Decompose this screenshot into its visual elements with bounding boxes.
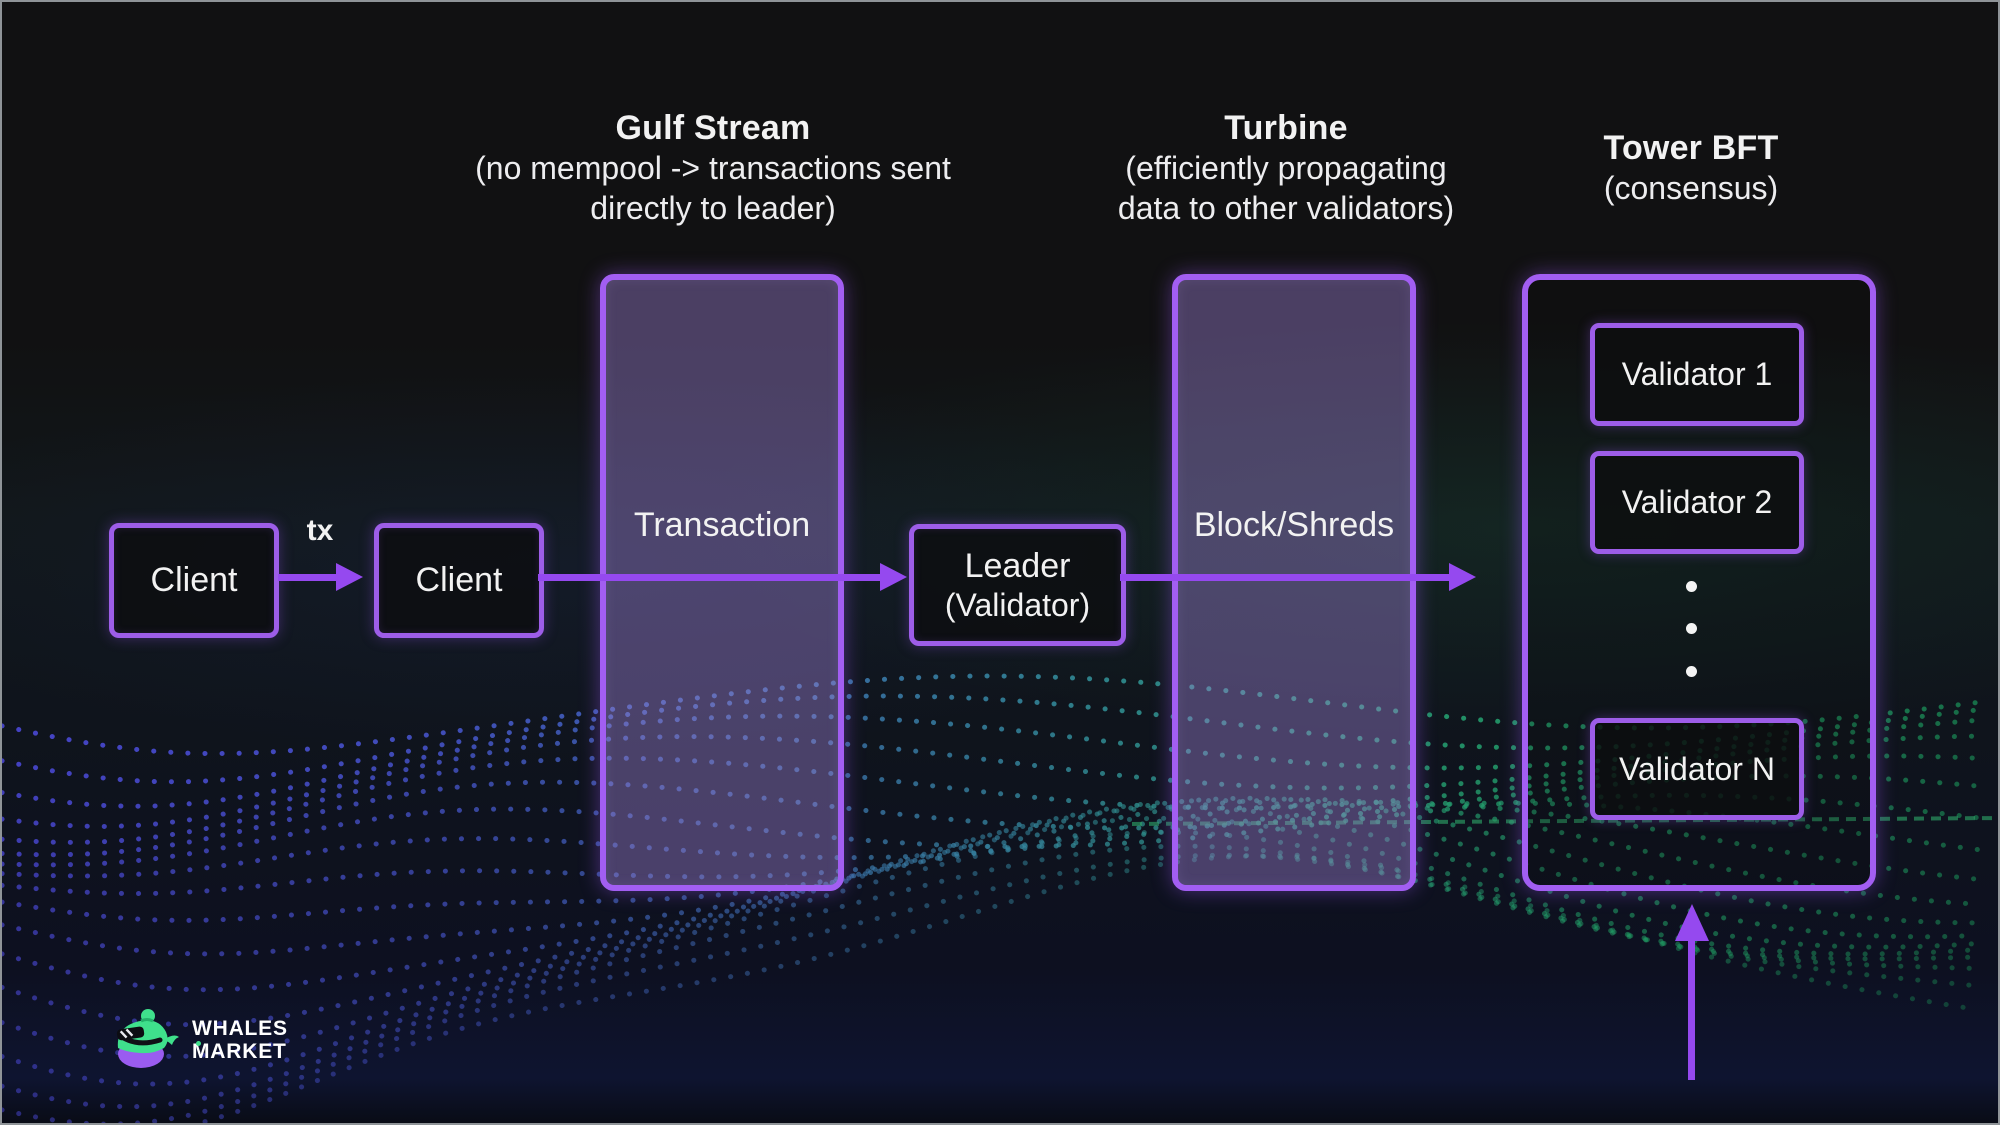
- header-gulf-stream: Gulf Stream (no mempool -> transactions …: [363, 108, 1063, 228]
- arrow-leader-to-validators-line: [1120, 574, 1450, 581]
- gulf-stream-subtitle-line2: directly to leader): [590, 190, 836, 226]
- arrow-client-to-leader-line: [538, 574, 881, 581]
- transaction-box: Transaction: [600, 274, 844, 891]
- turbine-subtitle-line1: (efficiently propagating: [1125, 150, 1447, 186]
- arrow-into-tower-head: [1675, 904, 1709, 941]
- logo-green-dot: [196, 1041, 201, 1046]
- logo-text-line2: MARKET: [192, 1040, 287, 1063]
- gulf-stream-title: Gulf Stream: [615, 109, 811, 147]
- client-2-label: Client: [415, 561, 503, 599]
- whales-market-logo: WHALES MARKET: [110, 1004, 288, 1076]
- client-box-1: Client: [109, 523, 279, 638]
- leader-box: Leader (Validator): [909, 524, 1126, 646]
- whale-icon: [116, 1009, 179, 1068]
- arrow-client-to-client-head: [336, 563, 363, 591]
- tower-bft-subtitle: (consensus): [1603, 170, 1779, 206]
- gulf-stream-subtitle-line1: (no mempool -> transactions sent: [475, 150, 951, 186]
- leader-label-line2: (Validator): [944, 587, 1091, 623]
- validator-2-label: Validator 2: [1621, 484, 1773, 520]
- validator-n-label: Validator N: [1619, 750, 1775, 787]
- tower-bft-title: Tower BFT: [1603, 129, 1779, 167]
- header-tower-bft: Tower BFT (consensus): [1516, 128, 1866, 208]
- validator-n-box: Validator N: [1590, 718, 1804, 820]
- client-1-label: Client: [150, 561, 238, 599]
- tx-label: tx: [306, 514, 334, 547]
- ellipsis-dot: [1686, 581, 1697, 592]
- transaction-label: Transaction: [633, 506, 811, 544]
- client-box-2: Client: [374, 523, 544, 638]
- header-turbine: Turbine (efficiently propagating data to…: [1036, 108, 1536, 228]
- ellipsis-dot: [1686, 666, 1697, 677]
- block-shreds-label: Block/Shreds: [1193, 506, 1395, 544]
- validator-1-box: Validator 1: [1590, 323, 1804, 426]
- turbine-subtitle-line2: data to other validators): [1117, 190, 1455, 226]
- block-shreds-box: Block/Shreds: [1172, 274, 1416, 891]
- validator-2-box: Validator 2: [1590, 451, 1804, 554]
- arrow-leader-to-validators-head: [1449, 563, 1476, 591]
- validator-1-label: Validator 1: [1621, 356, 1773, 392]
- turbine-title: Turbine: [1224, 109, 1348, 147]
- leader-label-line1: Leader: [964, 547, 1071, 585]
- arrow-into-tower-line: [1688, 940, 1695, 1080]
- arrow-client-to-leader-head: [880, 563, 907, 591]
- ellipsis-dot: [1686, 623, 1697, 634]
- arrow-client-to-client-line: [278, 574, 338, 581]
- logo-text-line1: WHALES: [192, 1017, 288, 1040]
